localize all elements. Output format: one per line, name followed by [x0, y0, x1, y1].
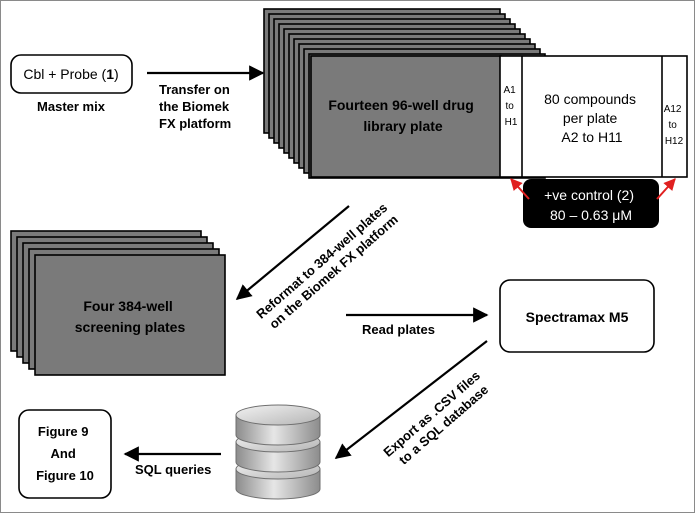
reformat-arrow — [235, 205, 350, 300]
control-arrow-left — [510, 178, 530, 200]
figures-label: Figure 9 And Figure 10 — [36, 424, 94, 483]
plate-layout: A1 to H1 80 compounds per plate A2 to H1… — [499, 55, 688, 178]
drug-plate-stack: Fourteen 96-well drug library plate — [263, 8, 546, 179]
master-mix-caption: Master mix — [37, 99, 106, 114]
database-icon — [235, 404, 321, 500]
screening-plate-front — [34, 254, 226, 376]
transfer-label: Transfer on the Biomek FX platform — [159, 82, 233, 131]
positive-control-label: +ve control (2) 80 – 0.63 μM — [544, 187, 638, 223]
read-label: Read plates — [362, 322, 435, 337]
drug-plate-label: Fourteen 96-well drug library plate — [328, 97, 477, 134]
plate-layout-left-column: A1 to H1 — [503, 85, 518, 128]
spectramax-label: Spectramax M5 — [526, 309, 629, 325]
sql-label: SQL queries — [135, 462, 211, 477]
screening-plate-label: Four 384-well screening plates — [75, 298, 186, 335]
figures-box: Figure 9 And Figure 10 — [18, 409, 112, 499]
drug-plate-front — [310, 55, 502, 178]
export-label: Export as .CSV files to a SQL database — [380, 365, 496, 471]
export-arrow — [334, 340, 488, 459]
master-mix-box: Cbl + Probe (1) — [10, 54, 133, 94]
screening-plate-stack: Four 384-well screening plates — [10, 230, 226, 376]
spectramax-box: Spectramax M5 — [499, 279, 655, 353]
plate-layout-right-column: A12 to H12 — [664, 104, 685, 147]
control-arrow-right — [656, 178, 676, 200]
positive-control-box: +ve control (2) 80 – 0.63 μM — [523, 179, 659, 228]
plate-layout-center: 80 compounds per plate A2 to H11 — [544, 91, 640, 145]
master-mix-box-text: Cbl + Probe (1) — [23, 66, 118, 82]
